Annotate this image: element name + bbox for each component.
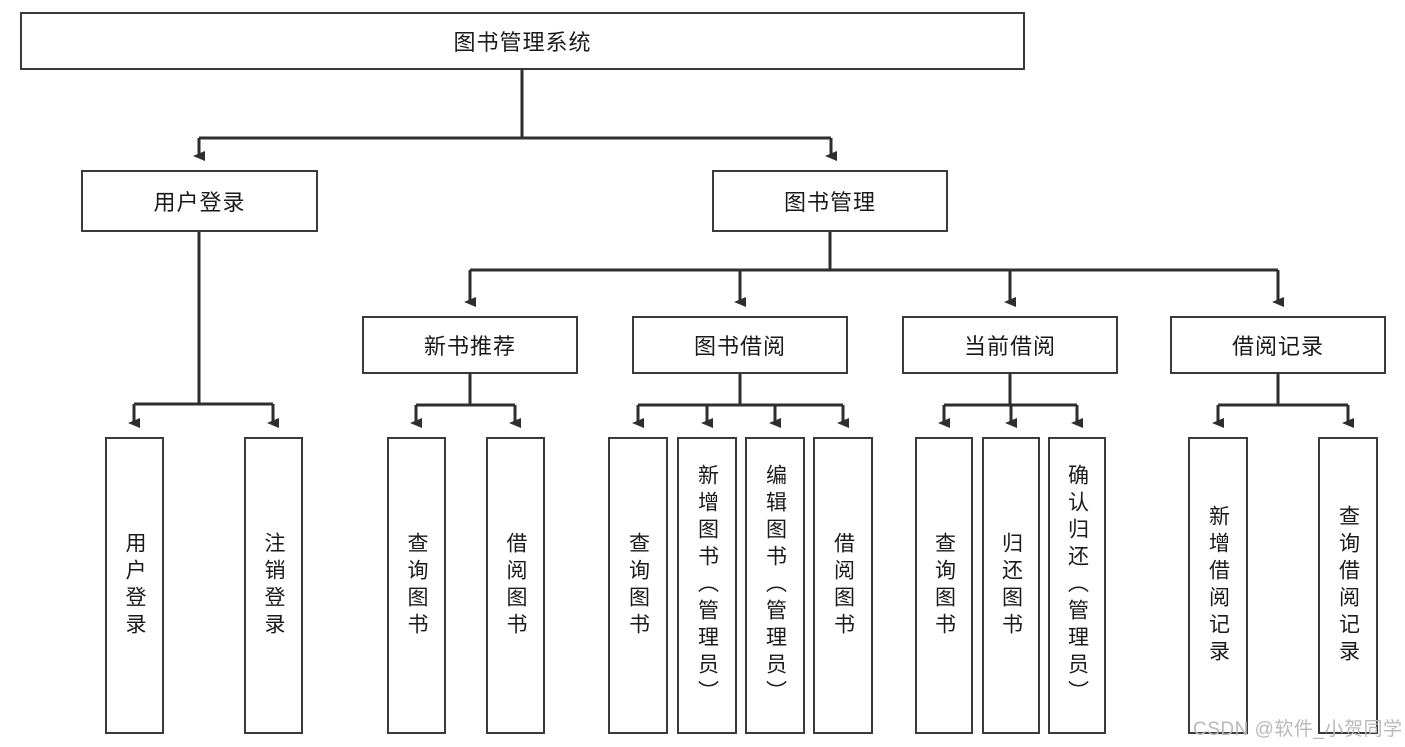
node-leaf-return-book-label: 归还图书 xyxy=(999,531,1023,640)
node-book-borrow-label: 图书借阅 xyxy=(693,334,786,359)
node-leaf-add-record-label: 新增借阅记录 xyxy=(1206,504,1230,667)
node-leaf-edit-book-label: 编辑图书（管理员） xyxy=(763,464,787,707)
node-leaf-borrow-query[interactable]: 查询图书 xyxy=(608,437,668,734)
node-leaf-cur-query-label: 查询图书 xyxy=(932,531,956,640)
node-leaf-confirm-return-label: 确认归还（管理员） xyxy=(1065,464,1089,707)
node-current-borrow[interactable]: 当前借阅 xyxy=(902,316,1118,374)
node-leaf-user-login-label: 用户登录 xyxy=(123,531,146,640)
node-root[interactable]: 图书管理系统 xyxy=(20,12,1025,70)
node-book-manage-label: 图书管理 xyxy=(783,190,876,215)
node-new-book-rec[interactable]: 新书推荐 xyxy=(362,316,578,374)
node-leaf-query-record[interactable]: 查询借阅记录 xyxy=(1318,437,1378,734)
node-leaf-borrow-book[interactable]: 借阅图书 xyxy=(813,437,873,734)
node-book-borrow[interactable]: 图书借阅 xyxy=(632,316,848,374)
node-leaf-logout-label: 注销登录 xyxy=(262,531,285,640)
node-leaf-rec-borrow[interactable]: 借阅图书 xyxy=(486,437,545,734)
node-book-manage[interactable]: 图书管理 xyxy=(712,170,948,232)
node-borrow-record-label: 借阅记录 xyxy=(1231,334,1324,359)
node-new-book-rec-label: 新书推荐 xyxy=(423,334,516,359)
node-leaf-rec-query-label: 查询图书 xyxy=(405,531,428,640)
node-leaf-add-book[interactable]: 新增图书（管理员） xyxy=(677,437,737,734)
csdn-watermark: CSDN @软件_小贺同学 xyxy=(1193,719,1403,740)
node-leaf-rec-borrow-label: 借阅图书 xyxy=(504,531,527,640)
node-leaf-borrow-query-label: 查询图书 xyxy=(626,531,650,640)
node-leaf-user-login[interactable]: 用户登录 xyxy=(105,437,164,734)
node-borrow-record[interactable]: 借阅记录 xyxy=(1170,316,1386,374)
node-current-borrow-label: 当前借阅 xyxy=(963,334,1056,359)
node-leaf-cur-query[interactable]: 查询图书 xyxy=(915,437,973,734)
node-leaf-return-book[interactable]: 归还图书 xyxy=(982,437,1040,734)
node-leaf-rec-query[interactable]: 查询图书 xyxy=(387,437,446,734)
node-leaf-confirm-return[interactable]: 确认归还（管理员） xyxy=(1048,437,1106,734)
node-user-login-label: 用户登录 xyxy=(153,190,246,215)
node-root-label: 图书管理系统 xyxy=(453,30,592,55)
node-leaf-borrow-book-label: 借阅图书 xyxy=(831,531,855,640)
node-leaf-edit-book[interactable]: 编辑图书（管理员） xyxy=(745,437,805,734)
node-leaf-logout[interactable]: 注销登录 xyxy=(244,437,303,734)
node-leaf-add-record[interactable]: 新增借阅记录 xyxy=(1188,437,1248,734)
node-leaf-add-book-label: 新增图书（管理员） xyxy=(695,464,719,707)
node-leaf-query-record-label: 查询借阅记录 xyxy=(1336,504,1360,667)
node-user-login[interactable]: 用户登录 xyxy=(81,170,318,232)
